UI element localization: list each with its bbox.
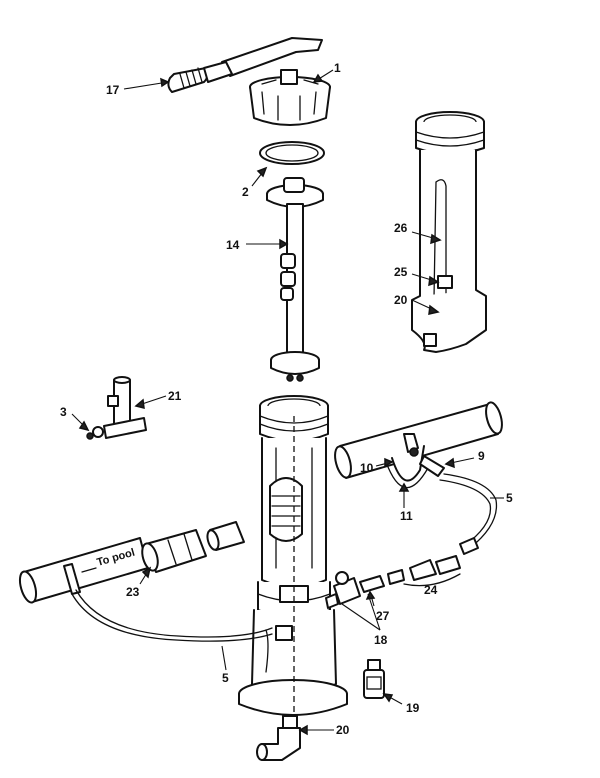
callout-25: 25 (394, 265, 408, 279)
callout-20-top: 20 (394, 293, 408, 307)
callout-24: 24 (424, 583, 438, 597)
part-17-handle-tool (167, 37, 323, 93)
part-1-cap-ring (249, 69, 331, 126)
callout-labels: 17 1 2 14 26 25 20 21 3 9 10 11 5 23 24 … (60, 61, 513, 737)
callout-21: 21 (168, 389, 182, 403)
callout-19: 19 (406, 701, 420, 715)
callout-5-right: 5 (506, 491, 513, 505)
part-21-check-valve (86, 376, 147, 440)
callout-17: 17 (106, 83, 120, 97)
callout-10: 10 (360, 461, 374, 475)
main-tank (238, 395, 348, 720)
callout-23: 23 (126, 585, 140, 599)
callout-20-bottom: 20 (336, 723, 350, 737)
part-14-plunger-stem (266, 177, 324, 382)
part-2-gasket (259, 141, 325, 165)
part-20-elbow-fitting (256, 715, 301, 761)
callout-18: 18 (374, 633, 388, 647)
leader-lines (71, 69, 504, 736)
part-5-feed-tube-right (439, 473, 498, 555)
part-to-pool-pipe: To pool (18, 537, 149, 604)
part-5-feed-tube-left (71, 589, 273, 642)
callout-26: 26 (394, 221, 408, 235)
part-18-27-24-fittings (325, 555, 461, 609)
callout-11: 11 (400, 509, 413, 523)
callout-27: 27 (376, 609, 390, 623)
part-26-feeder-body (411, 111, 487, 353)
callout-3: 3 (60, 405, 67, 419)
callout-2: 2 (242, 185, 249, 199)
callout-14: 14 (226, 238, 240, 252)
callout-1: 1 (334, 61, 341, 75)
callout-9: 9 (478, 449, 485, 463)
callout-5-left: 5 (222, 671, 229, 685)
part-9-10-11-pipe-clamp (334, 401, 503, 489)
part-23-union (141, 521, 245, 573)
part-19-bottle (363, 659, 385, 699)
